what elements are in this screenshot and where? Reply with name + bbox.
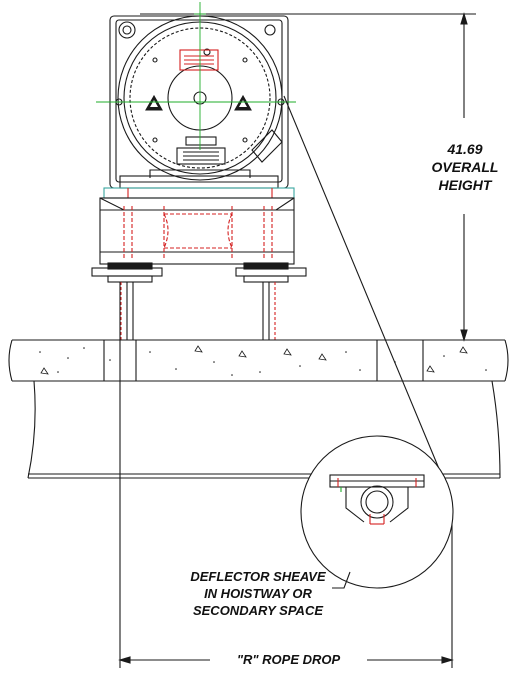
- warning-triangle-icon: [234, 94, 252, 111]
- rope-line: [283, 95, 453, 501]
- deflector-leader: [332, 571, 351, 589]
- rope-drop-label: "R" ROPE DROP: [236, 652, 341, 667]
- overall-height-value: 41.69: [447, 141, 483, 157]
- support-beam-right: [243, 275, 289, 340]
- support-beam-left: [107, 275, 153, 340]
- centerlines: [96, 2, 296, 150]
- warning-triangle-icon: [145, 94, 163, 111]
- overall-height-line1: OVERALL: [431, 159, 499, 175]
- base-plate: [103, 187, 295, 199]
- deflector-sheave-detail: [300, 435, 454, 589]
- deflector-note-line2: IN HOISTWAY OR: [204, 586, 312, 601]
- deflector-note-line3: SECONDARY SPACE: [192, 603, 324, 618]
- isolation-pad-right: [235, 262, 307, 277]
- brake-warning-label: [179, 49, 219, 71]
- isolation-bedplate: [99, 197, 295, 265]
- overall-height-line2: HEIGHT: [438, 177, 492, 193]
- deflector-note-line1: DEFLECTOR SHEAVE: [190, 569, 326, 584]
- concrete-slab: [8, 339, 509, 382]
- rope-drop-dimension: [118, 282, 454, 668]
- isolation-pad-left: [91, 262, 163, 277]
